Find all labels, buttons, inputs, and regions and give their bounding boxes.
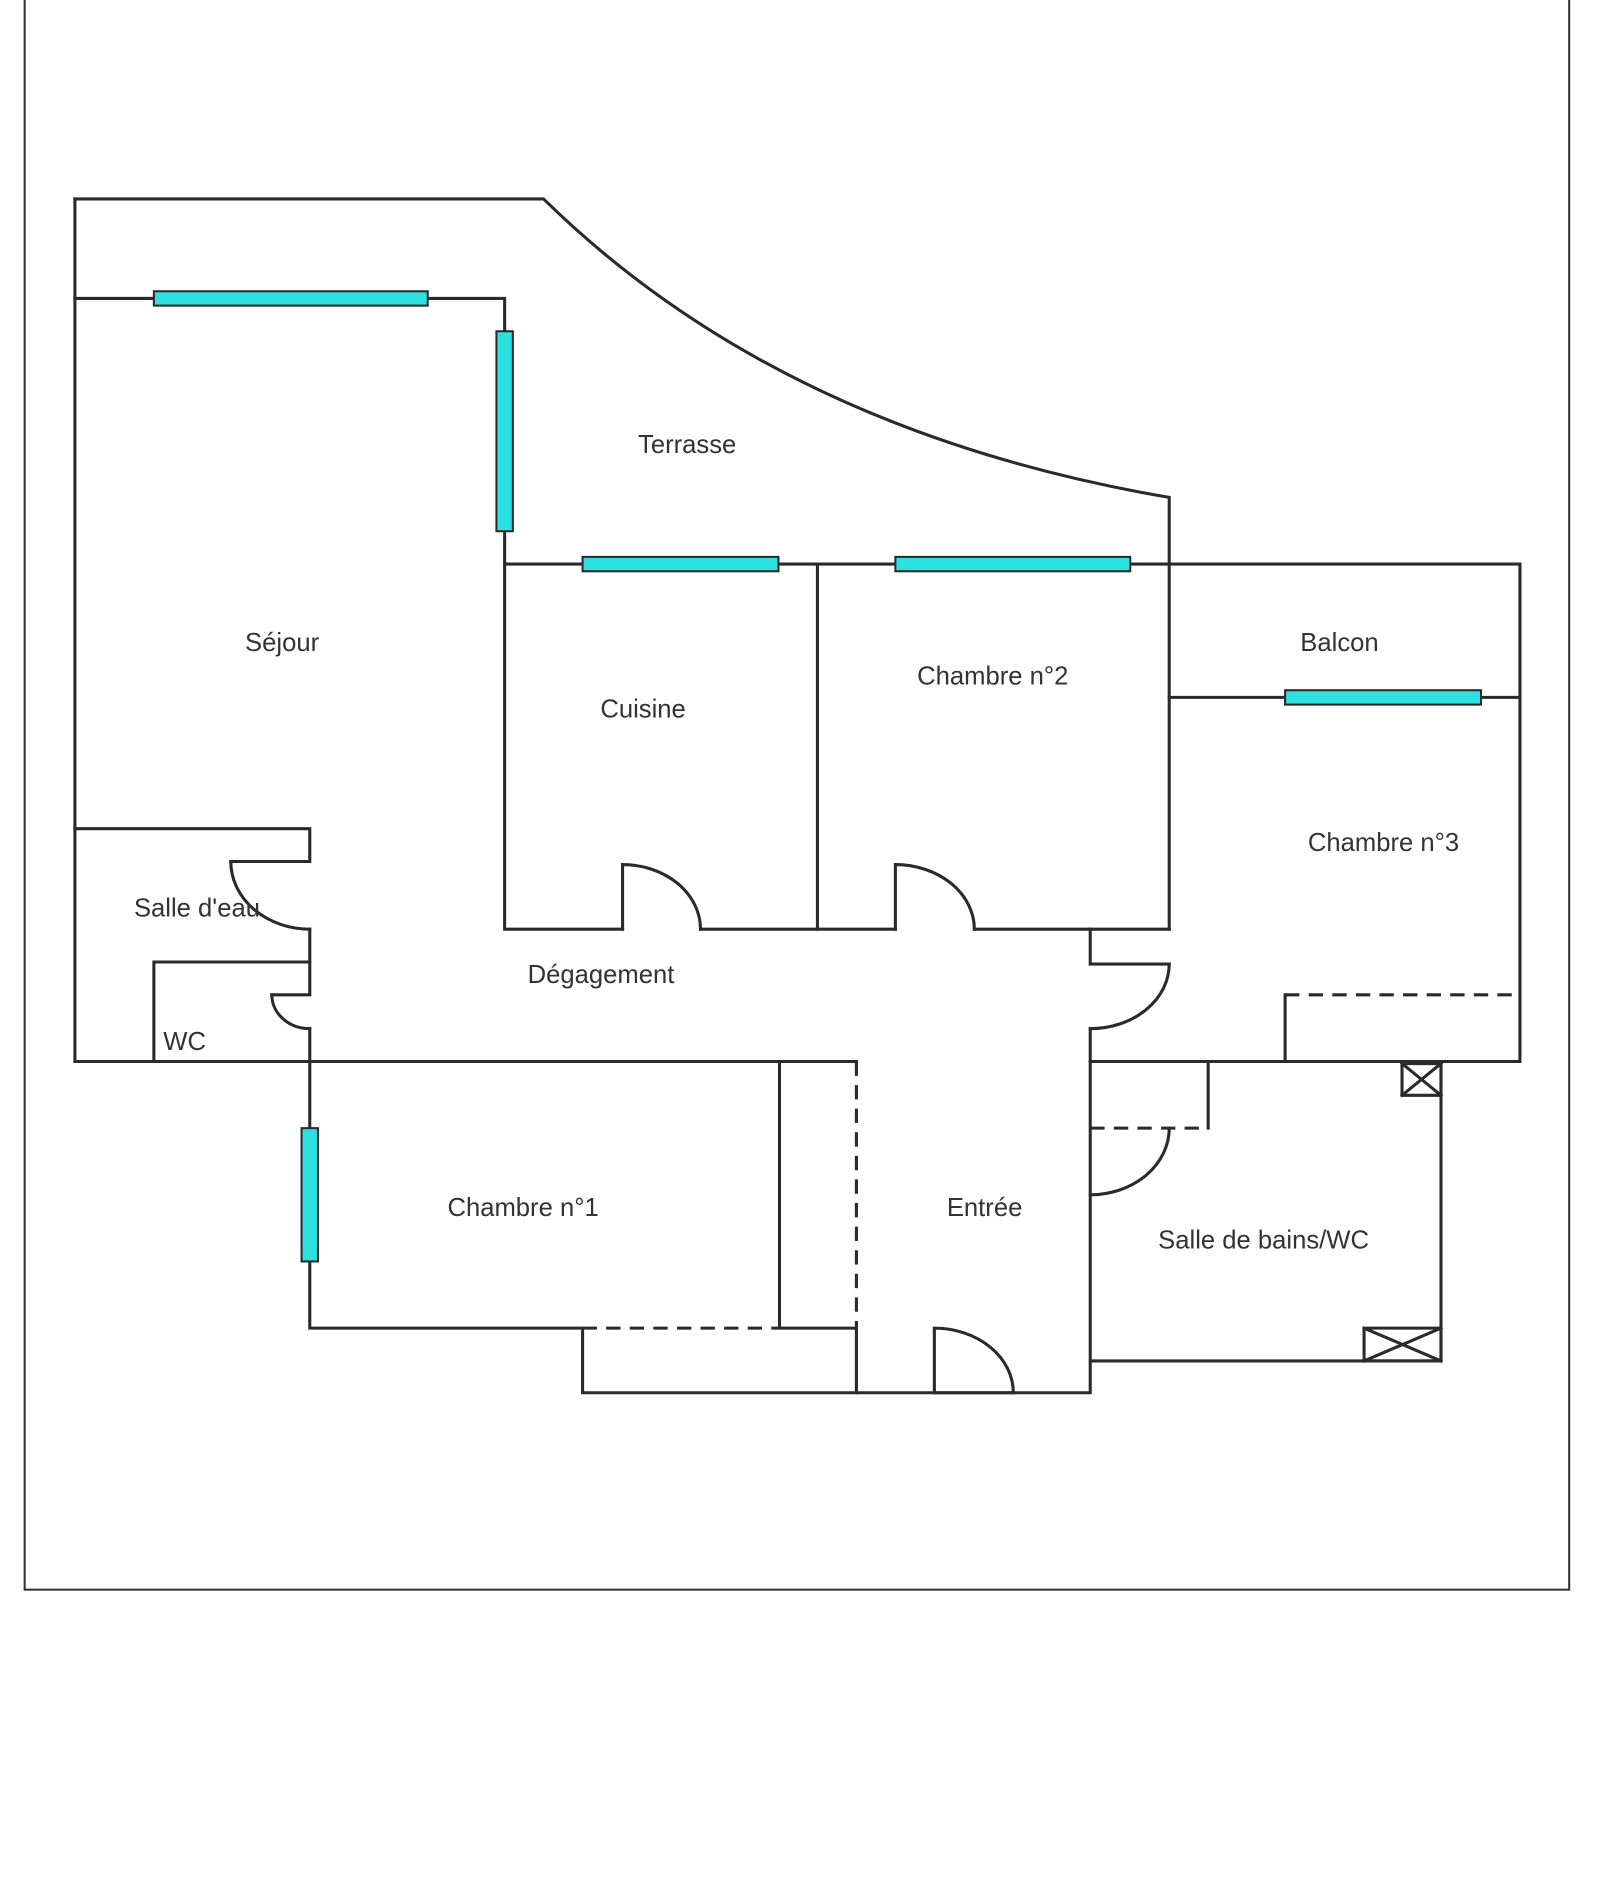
window xyxy=(581,555,780,573)
label-salle-bains: Salle de bains/WC xyxy=(1158,1227,1369,1255)
label-entree: Entrée xyxy=(947,1194,1023,1222)
door-chambre2 xyxy=(893,863,976,931)
room-labels: Terrasse Séjour Cuisine Chambre n°2 Balc… xyxy=(134,431,1459,1255)
window xyxy=(152,290,429,307)
window xyxy=(495,330,514,533)
label-chambre1: Chambre n°1 xyxy=(447,1194,598,1222)
window xyxy=(894,555,1132,573)
windows xyxy=(152,290,1483,1263)
door-chambre3 xyxy=(1088,962,1171,1031)
label-balcon: Balcon xyxy=(1300,629,1378,657)
label-terrasse: Terrasse xyxy=(638,431,736,459)
shaft-icon xyxy=(1399,1061,1444,1098)
label-salle-eau: Salle d'eau xyxy=(134,894,260,922)
label-wc: WC xyxy=(163,1028,206,1056)
label-sejour: Séjour xyxy=(245,629,320,657)
door-salle-eau xyxy=(229,859,312,931)
door-cuisine xyxy=(621,863,703,931)
ventilation-shafts xyxy=(1362,1061,1444,1363)
walls xyxy=(73,197,1522,1395)
page-frame xyxy=(23,0,1571,1591)
doors xyxy=(229,859,1171,1395)
label-chambre2: Chambre n°2 xyxy=(917,663,1068,691)
window xyxy=(300,1127,320,1263)
door-wc xyxy=(270,993,312,1031)
label-chambre3: Chambre n°3 xyxy=(1308,829,1459,857)
door-entree xyxy=(932,1326,1015,1395)
window xyxy=(1284,689,1483,706)
door-salle-bains xyxy=(1088,1126,1171,1197)
label-degagement: Dégagement xyxy=(528,961,675,989)
shaft-icon xyxy=(1362,1326,1444,1363)
label-cuisine: Cuisine xyxy=(600,695,685,723)
